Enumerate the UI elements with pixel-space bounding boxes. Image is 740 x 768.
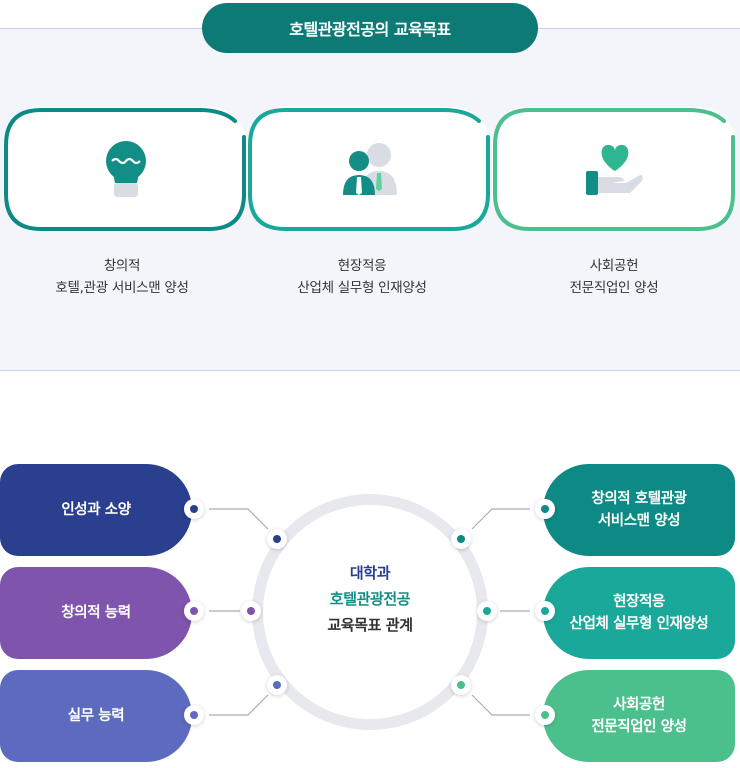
goal-line1: 창의적 xyxy=(103,258,141,274)
ring-dot xyxy=(241,601,261,621)
people-icon xyxy=(343,143,397,195)
ring-dot xyxy=(267,529,287,549)
page-title: 호텔관광전공의 교육목표 xyxy=(202,3,538,53)
pill-line1: 현장적응 xyxy=(613,594,665,610)
ring-dot xyxy=(267,675,287,695)
pill-dot xyxy=(535,601,555,621)
goal-card-creative xyxy=(3,107,247,232)
pill-line2: 전문직업인 양성 xyxy=(591,719,687,735)
card-frame xyxy=(493,108,735,231)
pill-creative-service: 창의적 호텔관광 서비스맨 양성 xyxy=(543,464,735,556)
pill-dot xyxy=(535,499,555,519)
goal-line2: 산업체 실무형 인재양성 xyxy=(297,280,427,296)
goal-line1: 현장적응 xyxy=(337,258,387,274)
ring-dot xyxy=(451,529,471,549)
goal-card-social xyxy=(492,107,736,232)
pill-line1: 창의적 호텔관광 xyxy=(591,491,687,507)
goal-line1: 사회공헌 xyxy=(589,258,639,274)
pill-line2: 서비스맨 양성 xyxy=(597,513,681,529)
goal-line2: 전문직업인 양성 xyxy=(569,280,659,296)
lightbulb-icon xyxy=(106,141,146,197)
pill-field-adaptation: 현장적응 산업체 실무형 인재양성 xyxy=(543,567,735,659)
pill-dot xyxy=(535,705,555,725)
center-line3: 교육목표 관계 xyxy=(327,616,413,634)
pill-label: 인성과 소양 xyxy=(61,502,131,518)
pill-practical: 실무 능력 xyxy=(0,670,192,762)
pill-creativity: 창의적 능력 xyxy=(0,567,192,659)
pill-line1: 사회공헌 xyxy=(613,697,665,713)
pill-dot xyxy=(184,705,204,725)
card-frame xyxy=(248,108,490,231)
center-title: 대학과 호텔관광전공 교육목표 관계 xyxy=(252,560,488,638)
goal-label-social: 사회공헌 전문직업인 양성 xyxy=(492,255,736,299)
goal-card-field xyxy=(247,107,491,232)
pill-line2: 산업체 실무형 인재양성 xyxy=(569,616,709,632)
pill-character: 인성과 소양 xyxy=(0,464,192,556)
goal-label-creative: 창의적 호텔,관광 서비스맨 양성 xyxy=(0,255,244,299)
heart-hand-icon xyxy=(586,144,643,195)
ring-dot xyxy=(451,675,471,695)
card-frame xyxy=(4,108,246,231)
center-line2: 호텔관광전공 xyxy=(329,590,411,608)
ring-dot xyxy=(477,601,497,621)
pill-label: 창의적 능력 xyxy=(61,605,131,621)
pill-label: 실무 능력 xyxy=(67,708,125,724)
pill-dot xyxy=(184,499,204,519)
goal-label-field: 현장적응 산업체 실무형 인재양성 xyxy=(240,255,484,299)
goal-line2: 호텔,관광 서비스맨 양성 xyxy=(55,280,189,296)
center-line1: 대학과 xyxy=(349,564,391,582)
pill-social-contribution: 사회공헌 전문직업인 양성 xyxy=(543,670,735,762)
pill-dot xyxy=(184,601,204,621)
